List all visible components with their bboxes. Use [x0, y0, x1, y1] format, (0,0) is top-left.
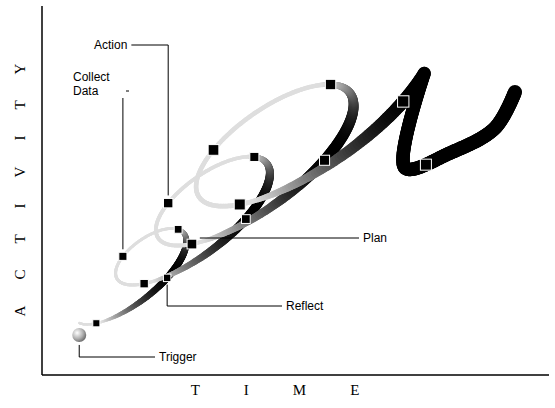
step-markers	[72, 79, 431, 342]
ribbon-stroke	[80, 322, 83, 325]
spiral-ribbon	[79, 73, 515, 324]
step-marker	[187, 239, 197, 249]
ribbon-stroke	[170, 227, 174, 230]
step-marker	[93, 320, 100, 327]
callout-label: Trigger	[158, 350, 198, 364]
step-marker	[250, 152, 259, 161]
ribbon-stroke	[79, 322, 82, 325]
ribbon-stroke	[127, 248, 131, 252]
leader-line	[167, 285, 282, 306]
step-marker	[119, 252, 127, 260]
leader-line	[123, 91, 129, 249]
step-marker	[398, 96, 409, 107]
callout-label: Plan	[362, 231, 388, 245]
step-marker	[241, 215, 250, 224]
ribbon-stroke	[124, 283, 128, 286]
leader-line	[79, 345, 155, 357]
step-marker	[208, 145, 219, 156]
step-marker	[320, 155, 330, 165]
ribbon-stroke	[79, 322, 82, 325]
ribbon-stroke	[128, 247, 132, 251]
step-marker	[163, 198, 172, 207]
callout-label: Action	[93, 38, 128, 52]
ribbon-stroke	[116, 278, 120, 282]
leader-line	[131, 45, 168, 195]
trigger-ball	[72, 328, 86, 342]
step-marker	[325, 79, 335, 89]
ribbon-stroke	[130, 245, 134, 249]
ribbon-stroke	[507, 92, 522, 93]
axis-title: TIME	[147, 382, 404, 398]
ribbon-stroke	[86, 323, 89, 325]
ribbon-stroke	[131, 244, 135, 248]
ribbon-stroke	[84, 323, 87, 325]
x-axis	[42, 374, 549, 376]
ribbon-stroke	[132, 243, 136, 247]
ribbon-stroke	[132, 244, 136, 248]
leader-line	[200, 238, 359, 239]
ribbon-stroke	[169, 227, 173, 230]
ribbon-stroke	[85, 323, 88, 325]
step-marker	[163, 274, 170, 281]
ribbon-stroke	[85, 323, 88, 325]
step-marker	[174, 225, 182, 233]
step-marker	[234, 199, 245, 210]
ribbon-stroke	[170, 227, 174, 230]
ribbon-stroke	[128, 246, 132, 250]
step-marker	[420, 159, 431, 170]
callout-label: Collect Data	[72, 70, 126, 98]
callout-label: Reflect	[285, 299, 324, 313]
ribbon-stroke	[116, 278, 119, 282]
axis-title: ACTIVITY	[12, 38, 28, 343]
ribbon-stroke	[129, 246, 133, 250]
step-marker	[140, 279, 148, 287]
y-axis	[41, 6, 43, 375]
